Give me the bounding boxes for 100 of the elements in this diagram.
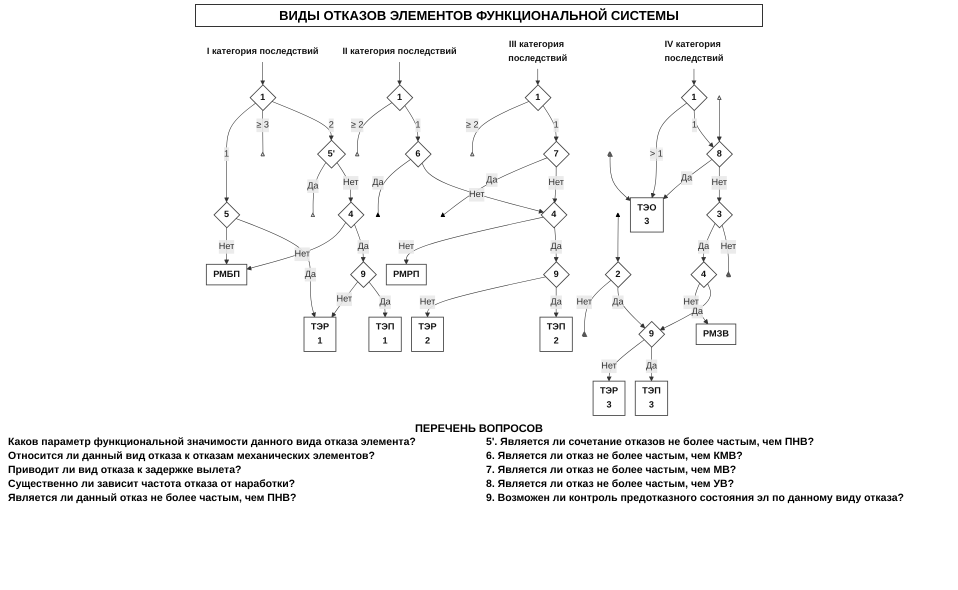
node-diamond: 4 bbox=[338, 200, 364, 228]
arrow bbox=[694, 110, 714, 147]
edge-label: 1 bbox=[415, 120, 420, 130]
question-text: 8. Является ли отказ не более частым, чем УВ? bbox=[486, 478, 735, 490]
node-box: ТЭП 2 bbox=[540, 316, 573, 352]
arrow bbox=[618, 286, 646, 328]
connector bbox=[312, 162, 326, 214]
arrow bbox=[422, 162, 544, 214]
node-text: II категория последствий bbox=[342, 46, 457, 56]
connector bbox=[357, 102, 392, 152]
edge-label: Нет bbox=[468, 189, 485, 199]
edge-label: 2 bbox=[328, 120, 334, 130]
node-diamond: 1 bbox=[250, 84, 276, 111]
edge-label: ≥ 3 bbox=[256, 120, 270, 130]
edge-label: Нет bbox=[342, 177, 359, 187]
question-text: 9. Возможен ли контроль предотказного состояния эл по данному виду отказа? bbox=[486, 492, 905, 504]
arrow bbox=[425, 276, 546, 317]
edge-label: Нет bbox=[420, 296, 436, 306]
edge-label: Да bbox=[379, 296, 391, 306]
question-text: Приводит ли вид отказа к задержке вылета? bbox=[8, 464, 242, 476]
question-text: 6. Является ли отказ не более частым, чем КМВ? bbox=[486, 450, 744, 462]
node-diamond: 6 bbox=[404, 140, 432, 168]
edge-label: Да bbox=[550, 241, 562, 251]
connector bbox=[443, 157, 548, 214]
arrow bbox=[260, 61, 266, 85]
arrow bbox=[691, 68, 696, 85]
node-diamond: 4 bbox=[540, 200, 568, 228]
node-text: IV категория последствий bbox=[664, 39, 724, 63]
node-diamond: 5 bbox=[213, 200, 240, 228]
question-text: Существенно ли зависит частота отказа от наработки? bbox=[8, 478, 296, 490]
node-diamond: 9 bbox=[350, 260, 377, 288]
edge-label: Нет bbox=[336, 294, 352, 304]
arrow bbox=[246, 222, 346, 270]
edge-label: Да bbox=[307, 180, 318, 190]
arrow bbox=[397, 61, 402, 85]
node-box: РМРП bbox=[386, 263, 427, 285]
node-diamond: 1 bbox=[386, 84, 414, 111]
arrow bbox=[542, 104, 559, 142]
connector bbox=[722, 224, 729, 273]
edge-label: Да bbox=[680, 172, 692, 182]
edge-label: Нет bbox=[576, 296, 592, 306]
question-text: Каков параметр функциональной значимости данного вида отказа элемента? bbox=[8, 436, 417, 448]
arrow bbox=[224, 102, 256, 202]
arrow bbox=[660, 282, 711, 330]
node-box: РМЗВ bbox=[696, 323, 736, 344]
arrow bbox=[610, 155, 631, 200]
question-text: 5'. Является ли сочетание отказов не более частым, чем ПНВ? bbox=[486, 436, 816, 448]
arrow bbox=[404, 216, 544, 264]
node-box: РМБП bbox=[206, 263, 248, 285]
node-diamond: 3 bbox=[706, 200, 733, 228]
arrow bbox=[332, 281, 358, 317]
connector bbox=[262, 110, 264, 152]
edge-label: Нет bbox=[711, 177, 728, 187]
edge-label: Да bbox=[372, 177, 384, 187]
node-diamond: 1 bbox=[524, 84, 552, 111]
arrow bbox=[236, 218, 316, 317]
node-diamond: 2 bbox=[604, 260, 632, 288]
node-diamond: 7 bbox=[543, 140, 570, 168]
edge-label: Нет bbox=[720, 241, 736, 251]
list-heading: ПЕРЕЧЕНЬ ВОПРОСОВ bbox=[414, 423, 544, 435]
edge-label: Да bbox=[692, 306, 703, 316]
edge-label: Нет bbox=[294, 248, 310, 258]
edge-label: Да bbox=[486, 174, 498, 184]
edge-label: 1 bbox=[554, 120, 559, 130]
node-diamond: 9 bbox=[543, 260, 570, 288]
edge-label: Да bbox=[612, 296, 624, 306]
node-diamond: 5' bbox=[317, 139, 346, 168]
edge-label: Да bbox=[304, 268, 316, 279]
node-diamond: 9 bbox=[638, 320, 666, 348]
edge-label: Да bbox=[358, 241, 369, 251]
edge-label: Да bbox=[698, 241, 710, 251]
question-text: Относится ли данный вид отказа к отказам механических элементов? bbox=[8, 450, 376, 462]
edge-label: ≥ 2 bbox=[466, 120, 479, 130]
edge-label: Нет bbox=[218, 241, 234, 251]
connector bbox=[472, 100, 530, 152]
connector bbox=[584, 280, 612, 333]
edge-label: Нет bbox=[548, 177, 564, 187]
node-diamond: 4 bbox=[690, 260, 718, 288]
arrow bbox=[535, 68, 540, 85]
arrow bbox=[404, 104, 420, 142]
edge-label: Да bbox=[646, 360, 658, 370]
edge-label: > 1 bbox=[650, 148, 663, 158]
connector bbox=[378, 158, 411, 214]
node-diamond: 1 bbox=[680, 84, 708, 111]
edge-label: ≥ 2 bbox=[350, 120, 364, 130]
edge-label: 1 bbox=[692, 120, 697, 130]
arrow bbox=[272, 100, 334, 140]
node-box: ТЭР 1 bbox=[304, 316, 336, 352]
edge-label: Нет bbox=[601, 360, 617, 370]
arrow bbox=[694, 282, 708, 324]
arrow bbox=[615, 216, 620, 262]
edge-label: Да bbox=[550, 296, 562, 306]
arrow bbox=[701, 222, 716, 262]
edge-label: Нет bbox=[683, 296, 699, 306]
edge-label: Нет bbox=[398, 241, 414, 251]
node-text: I категория последствий bbox=[206, 46, 318, 56]
node-box: ТЭР 2 bbox=[411, 316, 444, 352]
arrow bbox=[663, 158, 712, 199]
arrow bbox=[336, 162, 354, 202]
node-box: ТЭР 3 bbox=[592, 380, 626, 416]
